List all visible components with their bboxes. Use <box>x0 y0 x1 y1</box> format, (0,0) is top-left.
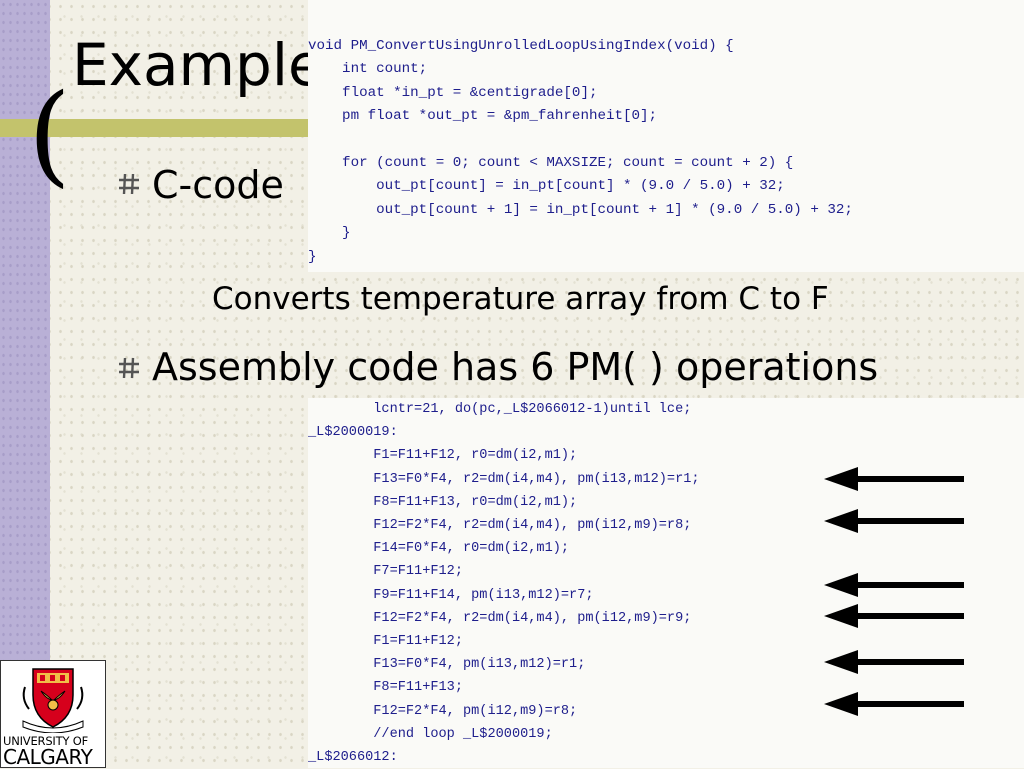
bullet-c-code: C-code <box>152 163 284 207</box>
assembly-code-text: lcntr=21, do(pc,_L$2066012-1)until lce; … <box>308 398 1024 768</box>
arrow-left-icon <box>824 467 964 491</box>
arrow-left-icon <box>824 692 964 716</box>
arrow-left-icon <box>824 509 964 533</box>
logo-text-university-of: UNIVERSITY OF <box>3 734 88 748</box>
assembly-code-line: lcntr=21, do(pc,_L$2066012-1)until lce; <box>308 402 692 417</box>
assembly-code-line: F1=F11+F12, r0=dm(i2,m1); <box>308 448 578 464</box>
assembly-code-line: F7=F11+F12; <box>308 564 463 580</box>
assembly-code-line: F12=F2*F4, r2=dm(i4,m4), pm(i12,m9)=r9; <box>308 610 692 626</box>
arrow-left-icon <box>824 573 964 597</box>
assembly-code-line: F13=F0*F4, r2=dm(i4,m4), pm(i13,m12)=r1; <box>308 471 700 487</box>
c-code-line: void PM_ConvertUsingUnrolledLoopUsingInd… <box>308 38 734 54</box>
c-code-line: for (count = 0; count < MAXSIZE; count =… <box>308 155 794 172</box>
c-code-line: } <box>308 248 317 265</box>
c-code-listing: void PM_ConvertUsingUnrolledLoopUsingInd… <box>308 0 1024 272</box>
slide-title: Example <box>72 31 324 99</box>
logo-text-calgary: CALGARY <box>3 745 93 769</box>
assembly-code-line: F14=F0*F4, r0=dm(i2,m1); <box>308 541 570 557</box>
assembly-code-line: _L$2000019: <box>308 425 398 441</box>
assembly-code-line: F1=F11+F12; <box>308 634 463 650</box>
title-underline-band <box>0 119 310 137</box>
assembly-code-line: //end loop _L$2000019; <box>308 726 553 742</box>
c-code-line: } <box>308 225 351 242</box>
crest-icon <box>22 668 84 733</box>
c-code-line: out_pt[count + 1] = in_pt[count + 1] * (… <box>308 201 853 218</box>
assembly-code-line: F12=F2*F4, pm(i12,m9)=r8; <box>308 703 578 719</box>
assembly-code-line: F8=F11+F13; <box>308 680 463 696</box>
c-code-line: int count; <box>308 61 428 78</box>
hash-bullet-icon <box>119 173 139 195</box>
bullet-assembly-code: Assembly code has 6 PM( ) operations <box>152 345 879 389</box>
assembly-code-line: _L$2066012: <box>308 750 398 766</box>
assembly-code-line: F9=F11+F14, pm(i13,m12)=r7; <box>308 587 594 603</box>
hash-bullet-icon <box>119 357 139 379</box>
assembly-code-line: F12=F2*F4, r2=dm(i4,m4), pm(i12,m9)=r8; <box>308 518 692 534</box>
arrow-left-icon <box>824 604 964 628</box>
caption-converts-temperature: Converts temperature array from C to F <box>212 281 829 317</box>
c-code-line: pm float *out_pt = &pm_fahrenheit[0]; <box>308 108 658 125</box>
c-code-line: float *in_pt = &centigrade[0]; <box>308 84 598 101</box>
assembly-code-line: F8=F11+F13, r0=dm(i2,m1); <box>308 494 578 510</box>
assembly-code-line: F13=F0*F4, pm(i13,m12)=r1; <box>308 657 586 673</box>
c-code-line: out_pt[count] = in_pt[count] * (9.0 / 5.… <box>308 178 785 195</box>
university-logo: UNIVERSITY OF CALGARY <box>0 660 106 769</box>
arrow-left-icon <box>824 650 964 674</box>
title-bracket: ( <box>28 70 71 198</box>
c-code-text: void PM_ConvertUsingUnrolledLoopUsingInd… <box>308 0 1024 269</box>
